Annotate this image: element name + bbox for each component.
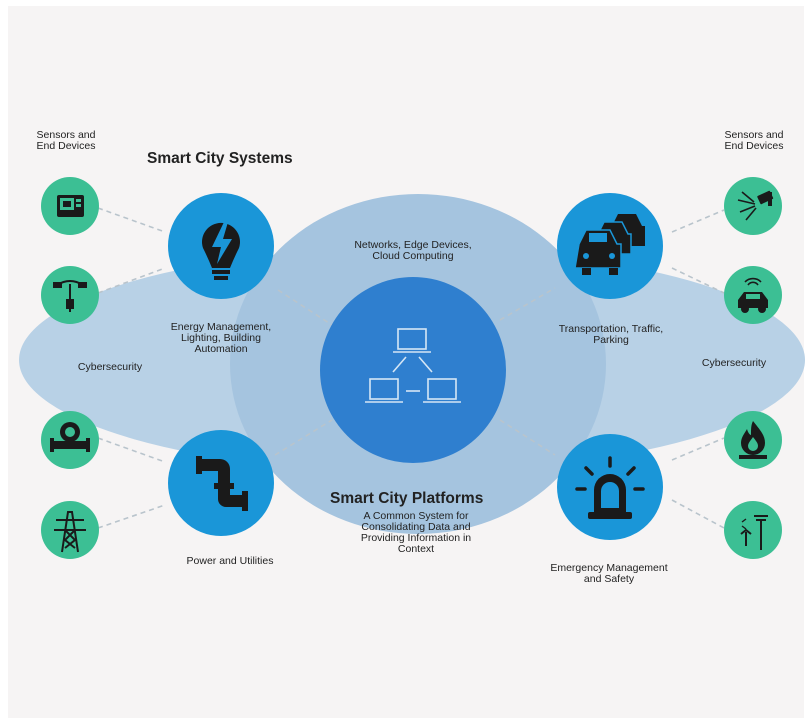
lightning-bulb-icon bbox=[201, 222, 240, 280]
connected-car-icon bbox=[738, 277, 768, 313]
networks-label: Networks, Edge Devices, Cloud Computing bbox=[354, 239, 472, 262]
energy-system-label: Energy Management, Lighting, Building Au… bbox=[170, 321, 272, 355]
platforms-heading: Smart City Platforms bbox=[330, 490, 484, 507]
cars-icon bbox=[574, 214, 645, 275]
security-camera-icon bbox=[737, 190, 774, 221]
water-meter-icon bbox=[50, 422, 90, 452]
cybersecurity-label-left: Cybersecurity bbox=[77, 361, 143, 373]
pipes-icon bbox=[196, 456, 248, 511]
platform-description: A Common System for Consolidating Data a… bbox=[360, 510, 472, 555]
fire-icon bbox=[739, 421, 767, 459]
connectors bbox=[97, 207, 725, 529]
systems-heading: Smart City Systems bbox=[147, 150, 293, 167]
platform-circle bbox=[320, 277, 506, 463]
thermostat-icon bbox=[57, 195, 84, 217]
cybersecurity-label-right: Cybersecurity bbox=[701, 357, 767, 369]
street-lamp-icon bbox=[53, 280, 87, 312]
power-tower-icon bbox=[54, 511, 86, 553]
weather-station-icon bbox=[740, 515, 768, 550]
emergency-system-label: Emergency Management and Safety bbox=[550, 562, 668, 585]
power-system-label: Power and Utilities bbox=[186, 555, 274, 567]
sensors-label-right: Sensors and End Devices bbox=[724, 129, 784, 152]
transport-system-label: Transportation, Traffic, Parking bbox=[558, 323, 664, 346]
siren-icon bbox=[575, 456, 645, 519]
sensors-label-left: Sensors and End Devices bbox=[36, 129, 96, 152]
network-computers-icon bbox=[365, 328, 461, 403]
